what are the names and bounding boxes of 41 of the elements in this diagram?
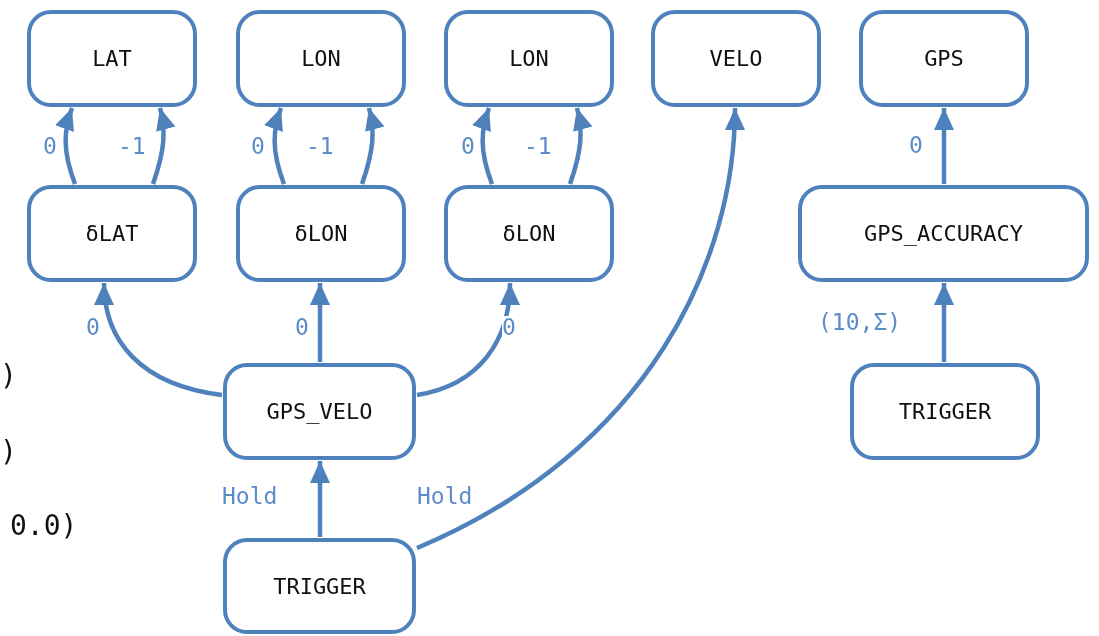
node-label: GPS_ACCURACY <box>864 221 1023 246</box>
process-box <box>236 10 406 107</box>
arrow <box>55 107 78 185</box>
node-label: VELO <box>709 46 763 71</box>
arrow <box>934 108 954 184</box>
node-label: LON <box>509 46 549 71</box>
edge-label: 0 <box>502 316 516 339</box>
arrow <box>310 283 330 362</box>
process-box <box>444 185 614 282</box>
arrow <box>416 107 744 551</box>
process-box <box>859 10 1029 107</box>
node-label: δLON <box>502 221 556 246</box>
arrow <box>416 282 519 398</box>
node-label: GPS <box>924 46 964 71</box>
node-label: TRIGGER <box>898 399 992 424</box>
process-box <box>850 363 1040 460</box>
code-fragment: ) <box>0 362 17 390</box>
process-box <box>223 538 416 634</box>
arrow <box>567 107 592 185</box>
arrow <box>264 107 287 185</box>
node-label: δLAT <box>85 221 139 246</box>
node-label: GPS_VELO <box>266 399 373 424</box>
process-box <box>444 10 614 107</box>
arrow <box>934 283 954 362</box>
process-box <box>798 185 1089 282</box>
node-label: LAT <box>92 46 132 71</box>
process-box <box>27 185 197 282</box>
arrow <box>359 107 384 185</box>
arrow <box>310 461 330 537</box>
process-box <box>27 10 197 107</box>
node-label: LON <box>301 46 341 71</box>
code-fragment: ) <box>0 438 17 466</box>
arrow <box>150 107 175 185</box>
node-label: δLON <box>294 221 348 246</box>
process-box <box>223 363 416 460</box>
process-box <box>236 185 406 282</box>
code-fragment: 0.0) <box>10 512 78 540</box>
arrow <box>472 107 495 185</box>
arrow <box>95 282 223 398</box>
node-label: TRIGGER <box>273 573 366 599</box>
process-box <box>651 10 821 107</box>
